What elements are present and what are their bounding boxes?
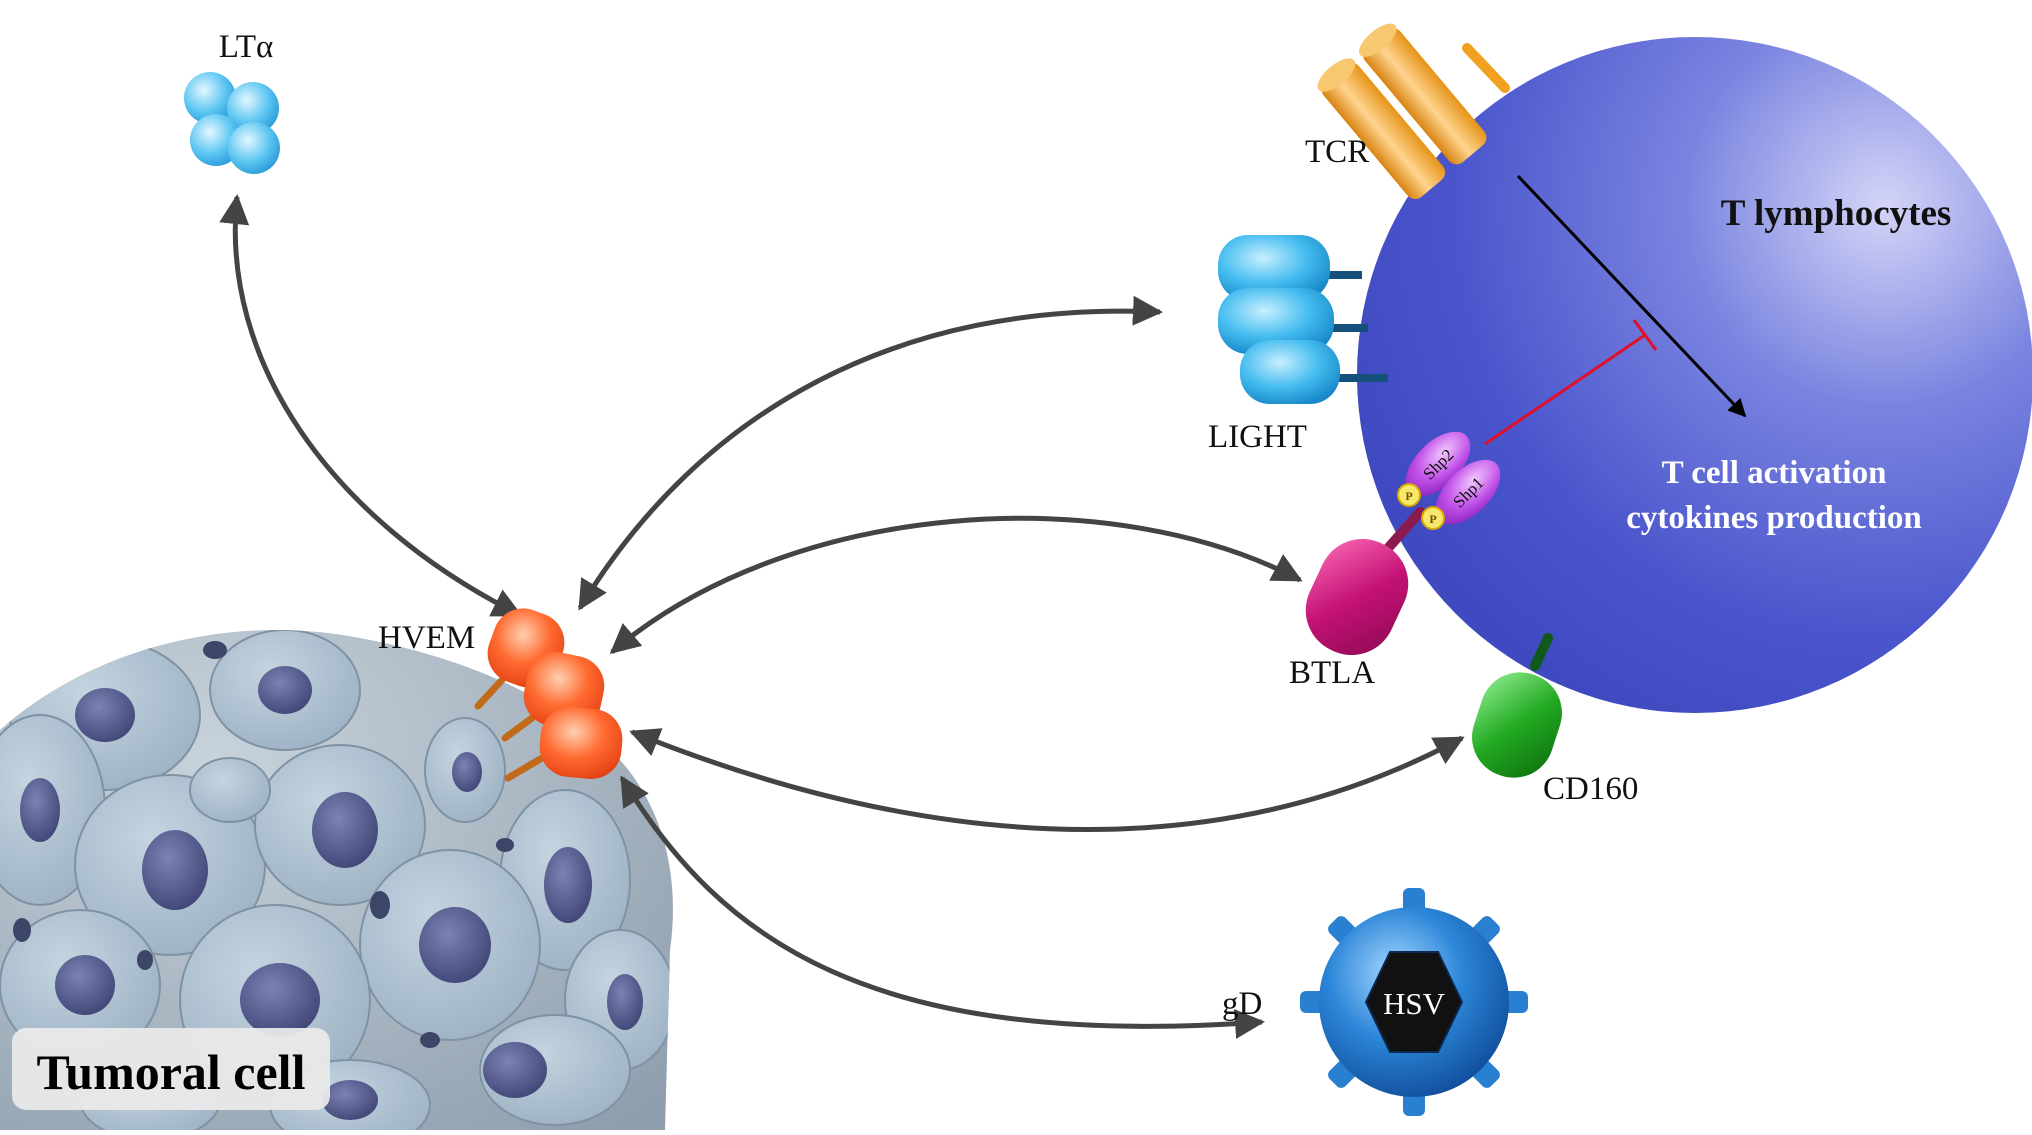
arrow-hvem-gd [619,775,1265,1039]
tumoral-cell-label: Tumoral cell [37,1044,306,1100]
arrow-hvem-btla [609,515,1303,654]
hsv-virus-icon [1300,888,1528,1116]
inhibition-line [1484,319,1658,446]
gd-label: gD [1222,986,1262,1022]
shp1-protein-icon: Shp1 [1435,459,1501,525]
hsv-label: HSV [1383,986,1446,1021]
light-label: LIGHT [1208,419,1307,455]
cytokines-production-label: cytokines production [1626,500,1922,536]
phospho-p-icon: P [1397,483,1421,507]
tumoral-cell-label-box: Tumoral cell [12,1028,330,1110]
tcr-receptor-icon [1317,23,1510,200]
hvem-receptor-icon [474,608,623,782]
lta-label: LTα [219,29,274,65]
phospho-p-icon: P [1421,506,1445,530]
t-lymphocyte-cell [1357,37,2032,713]
light-molecule-icon [1218,235,1388,404]
phospho-p-label-1: P [1405,489,1412,503]
btla-molecule-icon [1305,507,1425,656]
arrow-hvem-light [577,295,1163,611]
interaction-arrows [219,194,1465,1039]
shp2-protein-icon: Shp2 [1405,431,1471,497]
btla-label: BTLA [1289,655,1375,691]
hvem-label: HVEM [378,620,475,656]
lta-molecule-icon [184,72,280,174]
tcr-label: TCR [1305,134,1369,170]
arrow-hvem-cd160 [629,728,1465,832]
cd160-molecule-icon [1472,633,1562,778]
activation-arrow [1516,174,1747,418]
cd160-label: CD160 [1543,771,1638,807]
arrow-hvem-lta [219,194,523,618]
t-lymphocytes-label: T lymphocytes [1721,193,1952,234]
t-cell-activation-label: T cell activation [1662,455,1887,491]
phospho-p-label-2: P [1429,512,1436,526]
